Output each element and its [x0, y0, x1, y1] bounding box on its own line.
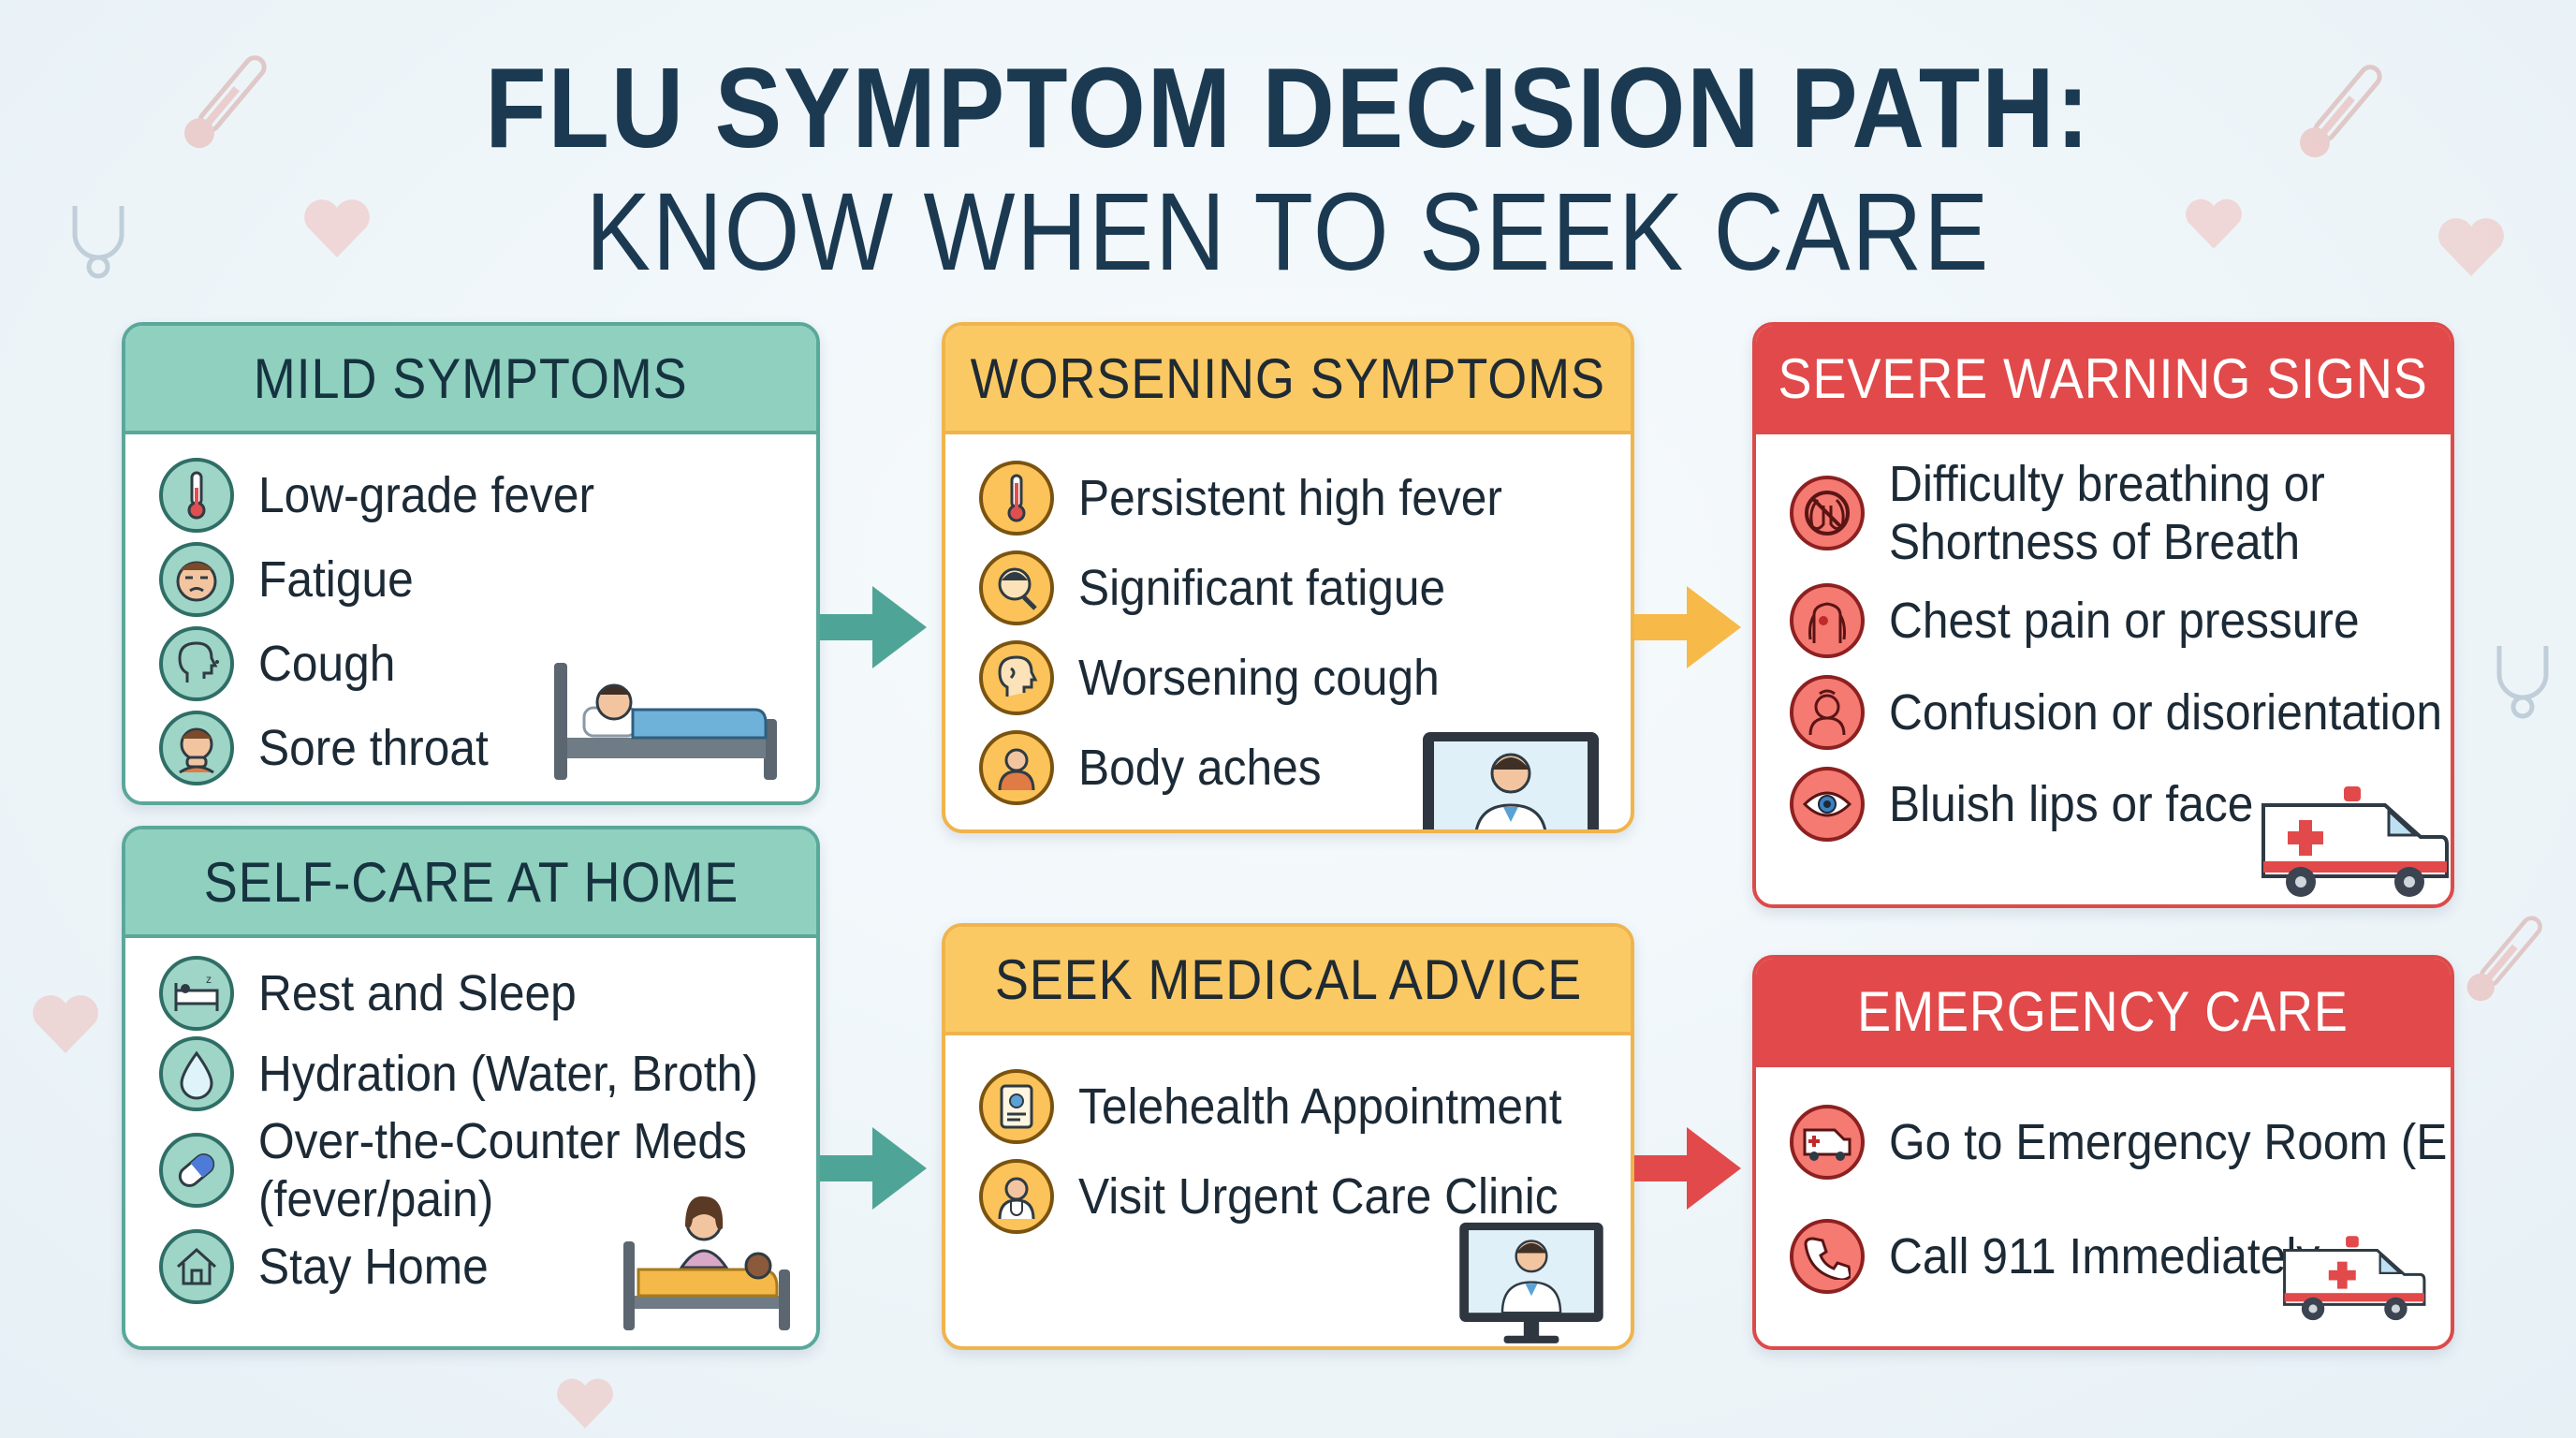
- card-header: SEVERE WARNING SIGNS: [1756, 326, 2451, 434]
- list-item: Stay Home: [159, 1226, 816, 1307]
- ambulance-icon: [1790, 1105, 1865, 1180]
- person-icon: [979, 730, 1054, 805]
- sore-throat-icon: [159, 711, 234, 785]
- list-item: Over-the-Counter Meds(fever/pain): [159, 1112, 816, 1227]
- doctor-monitor-illustration: [1423, 732, 1599, 829]
- telehealth-icon: [979, 1069, 1054, 1144]
- caregiver-bed-illustration: [623, 1196, 790, 1330]
- flow-arrow-mild-to-worsening: [820, 586, 927, 668]
- list-item: Worsening cough: [979, 633, 1631, 723]
- bed-sleep-icon: z: [159, 956, 234, 1031]
- card-header: SELF-CARE AT HOME: [125, 829, 816, 938]
- heart-decoration-icon: [33, 995, 98, 1053]
- card-mild-symptoms: MILD SYMPTOMS Low-grade fever Fatigue Co…: [122, 322, 820, 805]
- card-header: WORSENING SYMPTOMS: [945, 326, 1631, 434]
- phone-icon: [1790, 1219, 1865, 1294]
- svg-text:z: z: [206, 973, 212, 986]
- ambulance-illustration: [2283, 1236, 2426, 1321]
- item-label: Difficulty breathing or: [1889, 455, 2325, 512]
- cough-head-icon: [159, 626, 234, 701]
- chest-icon: [1790, 583, 1865, 658]
- list-item: Visit Urgent Care Clinic: [979, 1152, 1631, 1241]
- heart-decoration-icon: [2438, 218, 2504, 276]
- flow-arrow-advice-to-emergency: [1634, 1127, 1741, 1210]
- card-seek-medical-advice: SEEK MEDICAL ADVICE Telehealth Appointme…: [942, 923, 1634, 1350]
- list-item: Low-grade fever: [159, 453, 816, 537]
- item-label-line2: (fever/pain): [258, 1171, 494, 1227]
- flow-arrow-selfcare-to-advice: [820, 1127, 927, 1210]
- list-item: Significant fatigue: [979, 543, 1631, 633]
- card-worsening-symptoms: WORSENING SYMPTOMS Persistent high fever…: [942, 322, 1634, 833]
- no-breath-icon: [1790, 476, 1865, 550]
- list-item: Sore throat: [159, 706, 816, 790]
- flow-arrow-worsening-to-severe: [1634, 586, 1741, 668]
- list-item: Hydration (Water, Broth): [159, 1034, 816, 1114]
- thermometer-decoration-icon: [2466, 916, 2542, 1002]
- heart-decoration-icon: [2186, 198, 2242, 249]
- confused-person-icon: [1790, 675, 1865, 750]
- list-item: Confusion or disorientation: [1790, 667, 2451, 758]
- thermometer-icon: [159, 458, 234, 533]
- card-emergency-care: EMERGENCY CARE Go to Emergency Room (ER)…: [1752, 955, 2454, 1350]
- house-icon: [159, 1229, 234, 1304]
- item-label: Over-the-Counter Meds: [258, 1112, 747, 1169]
- heart-decoration-icon: [557, 1378, 613, 1429]
- card-severe-warning-signs: SEVERE WARNING SIGNS Difficulty breathin…: [1752, 322, 2454, 908]
- stethoscope-decoration-icon: [72, 206, 124, 279]
- list-item: Telehealth Appointment: [979, 1062, 1631, 1152]
- water-drop-icon: [159, 1036, 234, 1111]
- doctor-icon: [979, 1159, 1054, 1234]
- stethoscope-decoration-icon: [2496, 646, 2549, 719]
- list-item: Bluish lips or face: [1790, 758, 2451, 850]
- heart-decoration-icon: [304, 199, 370, 257]
- page-subtitle: KNOW WHEN TO SEEK CARE: [585, 170, 1991, 294]
- tired-face-icon: [159, 542, 234, 617]
- card-self-care: SELF-CARE AT HOME z Rest and Sleep Hydra…: [122, 826, 820, 1350]
- thermometer-icon: [979, 461, 1054, 536]
- card-header: SEEK MEDICAL ADVICE: [945, 927, 1631, 1035]
- list-item: Cough: [159, 622, 816, 706]
- eye-icon: [1790, 767, 1865, 842]
- list-item: Persistent high fever: [979, 453, 1631, 543]
- list-item: Chest pain or pressure: [1790, 575, 2451, 667]
- list-item: Body aches: [979, 723, 1631, 813]
- pill-icon: [159, 1133, 234, 1208]
- list-item: Call 911 Immediately: [1790, 1198, 2451, 1314]
- item-label-line2: Shortness of Breath: [1889, 514, 2301, 570]
- ambulance-illustration: [2261, 786, 2449, 897]
- doctor-monitor-illustration: [1459, 1222, 1603, 1343]
- list-item: Fatigue: [159, 537, 816, 622]
- thermometer-decoration-icon: [184, 55, 267, 149]
- head-magnifier-icon: [979, 550, 1054, 625]
- page-title: FLU SYMPTOM DECISION PATH:: [485, 44, 2091, 171]
- card-header: MILD SYMPTOMS: [125, 326, 816, 434]
- card-header: EMERGENCY CARE: [1756, 959, 2451, 1067]
- thermometer-decoration-icon: [2300, 65, 2382, 158]
- cough-head-icon: [979, 640, 1054, 715]
- person-in-bed-illustration: [554, 663, 777, 780]
- list-item: Go to Emergency Room (ER): [1790, 1086, 2451, 1198]
- list-item: z Rest and Sleep: [159, 953, 816, 1034]
